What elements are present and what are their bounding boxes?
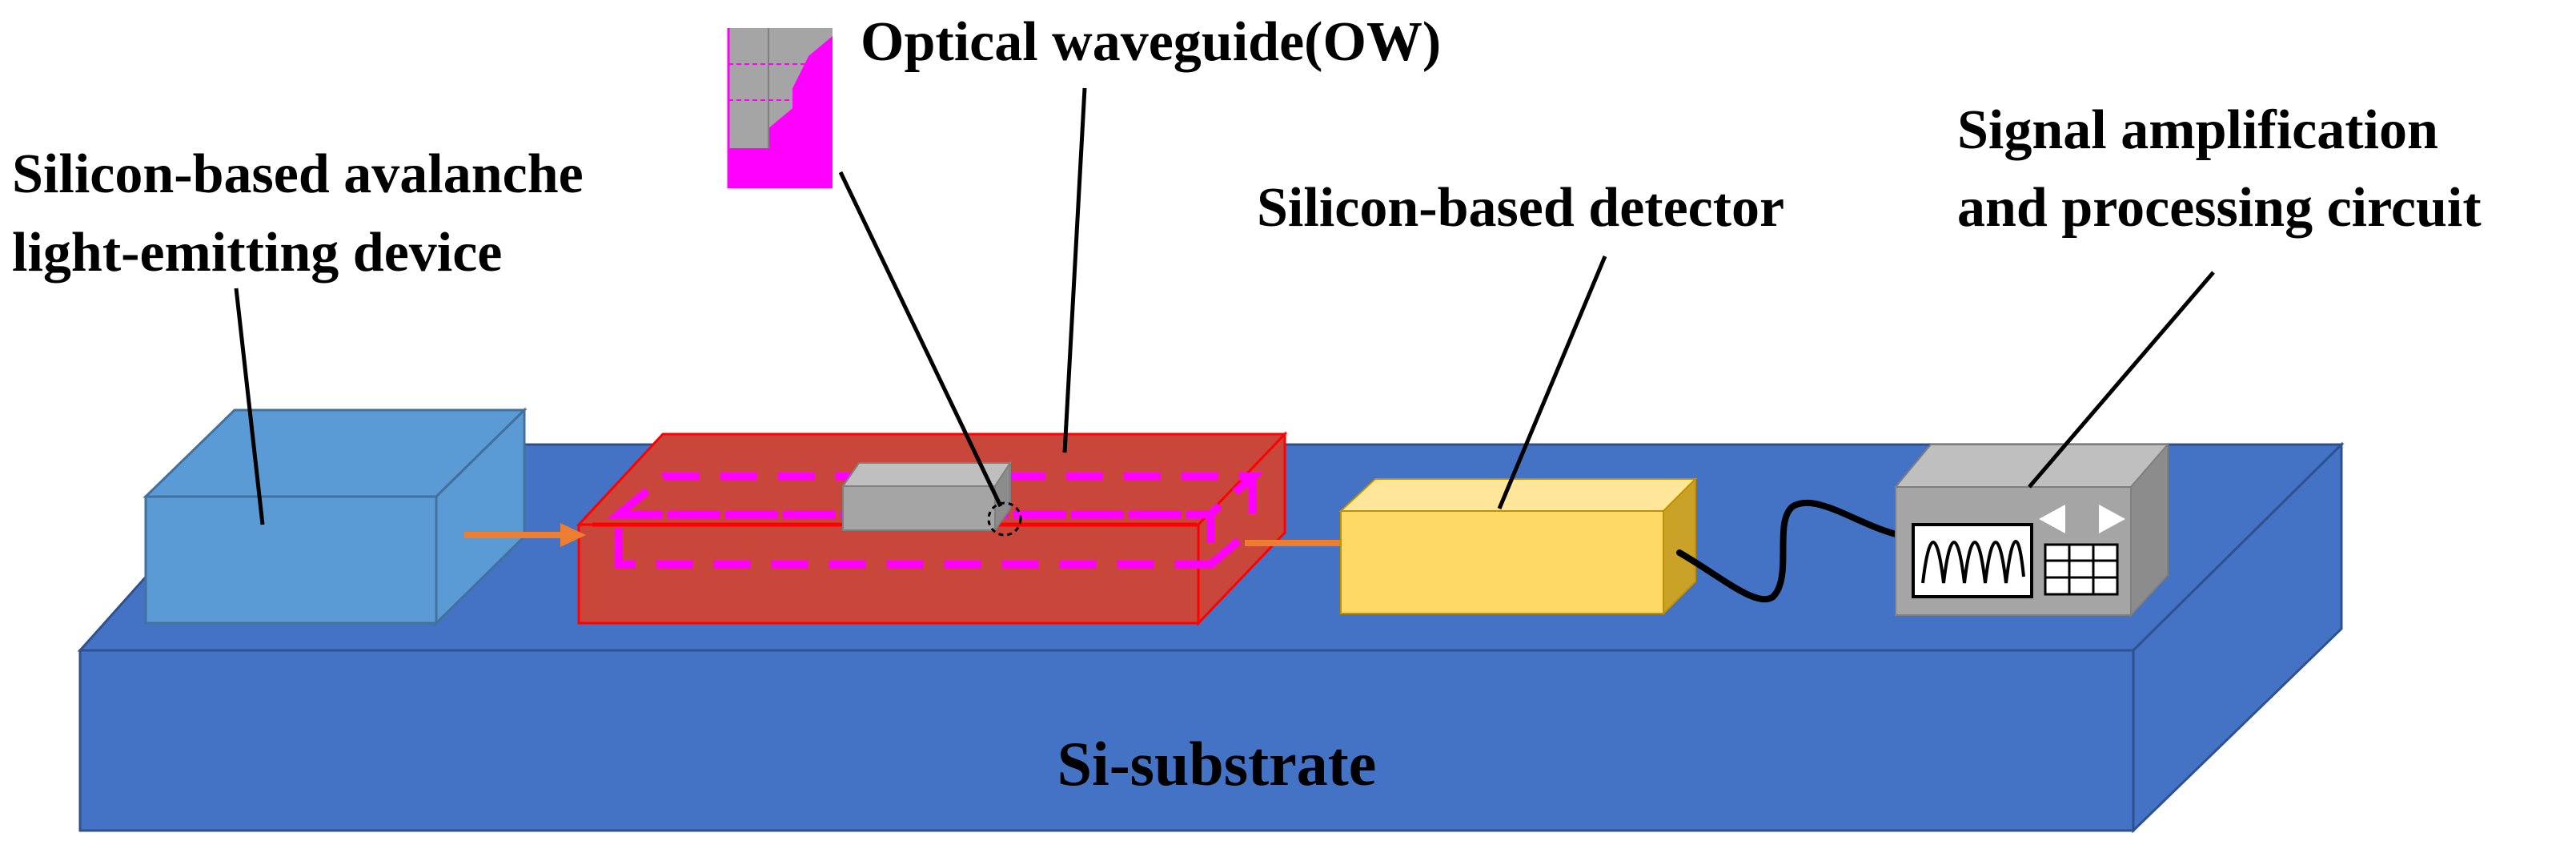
detector-side-face xyxy=(1663,477,1696,616)
leader-emitter xyxy=(234,288,265,525)
circuit-side-face xyxy=(2130,442,2169,618)
waveguide-segment xyxy=(841,460,1012,533)
leader-circuit xyxy=(2028,271,2215,489)
substrate-side-face xyxy=(2132,441,2343,834)
sine-wave-icon xyxy=(1912,523,2033,598)
waveguide-cross-section-icon xyxy=(727,28,833,188)
waveguide-slab-side-face xyxy=(1197,431,1286,626)
label-circuit-line1: Signal amplification xyxy=(1957,99,2438,161)
light-emitting-device xyxy=(142,407,528,626)
light-arrow-in xyxy=(464,523,586,547)
leader-lines xyxy=(234,87,2215,525)
waveguide-slab-front-face xyxy=(577,523,1200,625)
label-emitter-line1: Silicon-based avalanche xyxy=(12,143,584,205)
triangle-right-icon xyxy=(2099,505,2125,533)
leader-waveguide xyxy=(1062,87,1087,453)
emitter-front-face xyxy=(144,495,438,625)
label-circuit-line2: and processing circuit xyxy=(1957,177,2482,239)
processing-circuit-instrument xyxy=(1893,442,2170,618)
leader-detector xyxy=(1497,256,1607,509)
label-waveguide: Optical waveguide(OW) xyxy=(861,11,1441,73)
circuit-top-face xyxy=(1893,444,2170,488)
label-emitter-line2: light-emitting device xyxy=(12,222,502,284)
leader-crosssection xyxy=(838,171,1003,508)
label-substrate: Si-substrate xyxy=(1057,729,1377,799)
triangle-left-icon xyxy=(2039,505,2065,533)
waveguide-core-outline xyxy=(608,473,1264,569)
label-detector: Silicon-based detector xyxy=(1257,177,1784,239)
waveguide-end-highlight xyxy=(987,501,1022,537)
silicon-detector xyxy=(1338,477,1698,616)
sine-wave-trace xyxy=(1921,540,2025,584)
grid-keypad-icon xyxy=(2044,543,2119,596)
detector-top-face xyxy=(1338,478,1698,512)
signal-cable xyxy=(1676,499,1902,603)
detector-front-face xyxy=(1340,510,1664,614)
waveguide-slab xyxy=(576,431,1288,626)
